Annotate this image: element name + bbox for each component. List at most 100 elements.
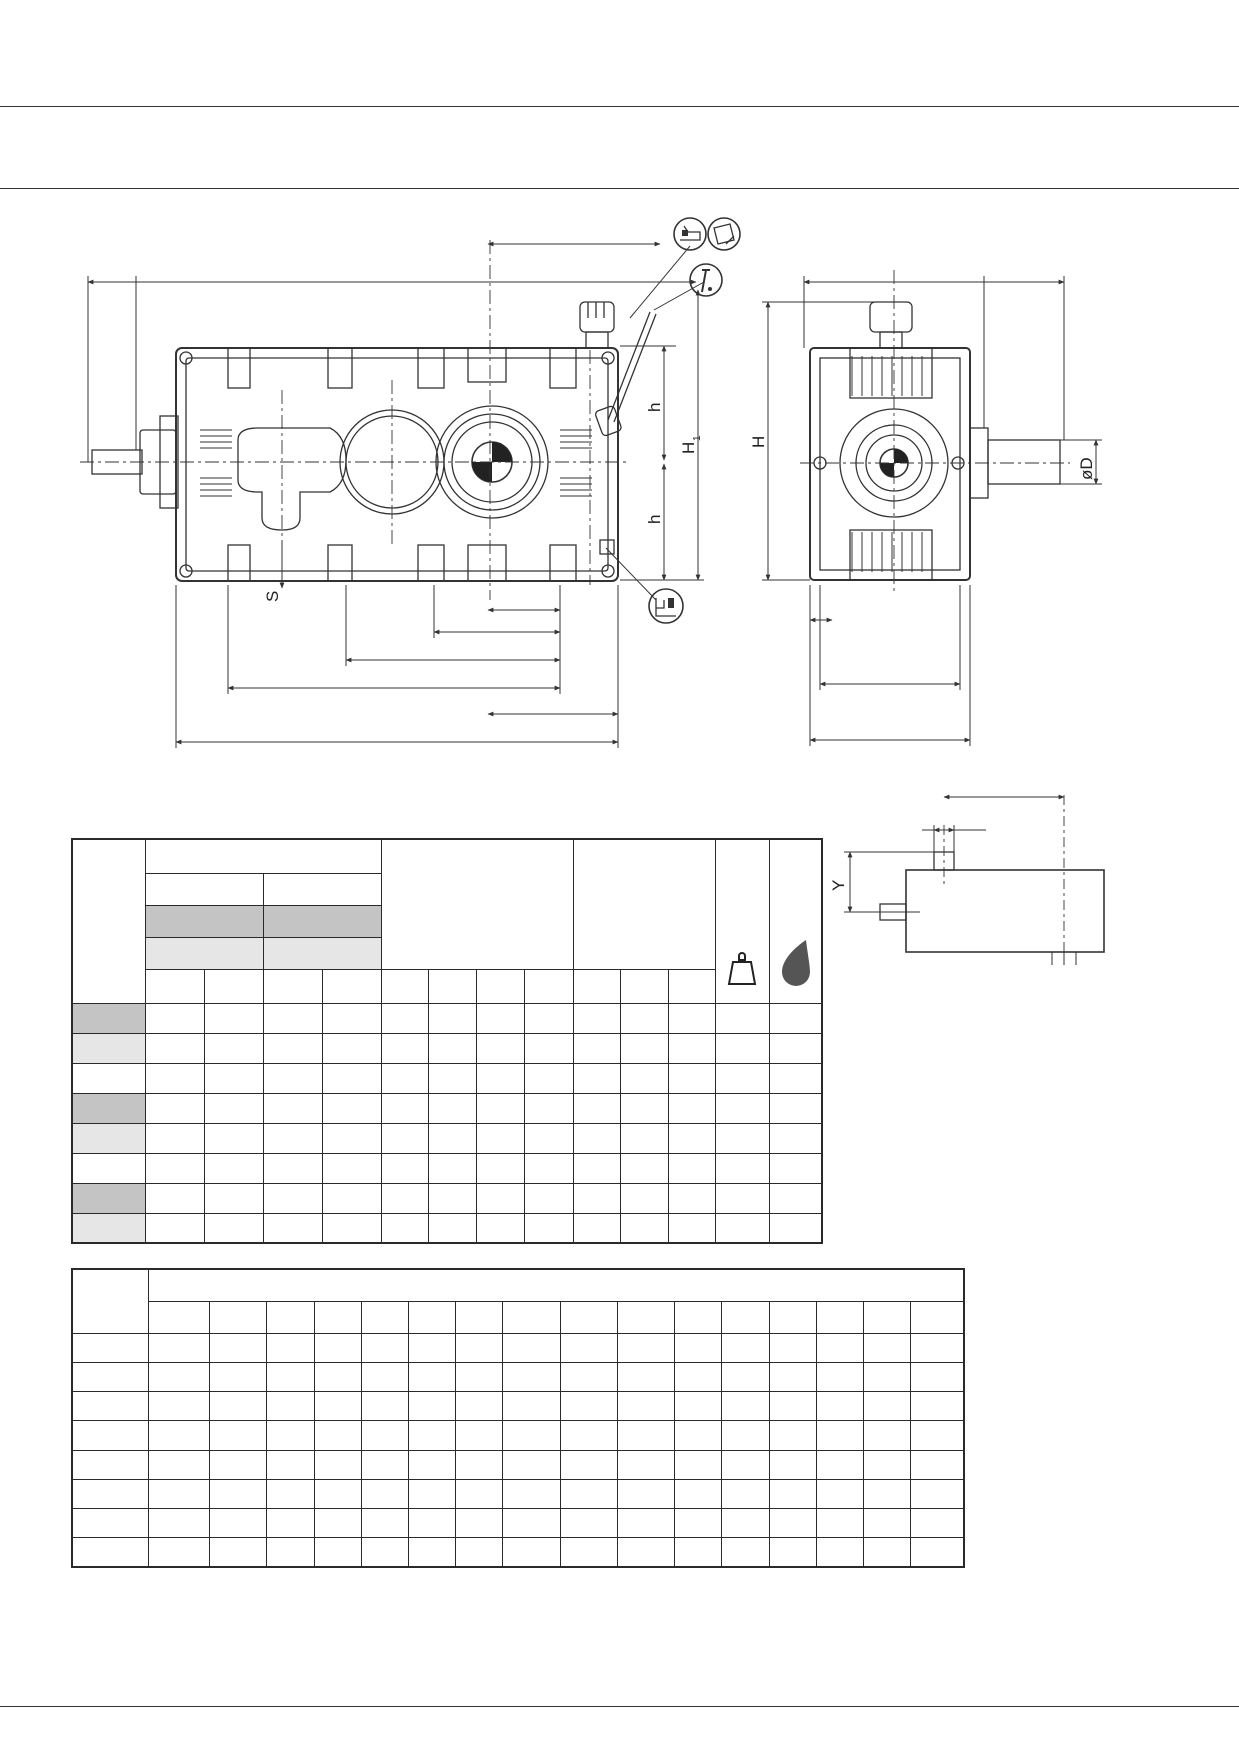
table-cell (209, 1362, 268, 1393)
table-cell (523, 1152, 574, 1184)
table-row (71, 1212, 823, 1244)
shaft-key-detail: Y (829, 794, 1105, 965)
table1-subheader (144, 872, 264, 906)
table-cell (619, 1212, 669, 1244)
dim-H: H (749, 436, 768, 448)
table-cell (380, 1032, 429, 1064)
table-cell (313, 1537, 362, 1568)
table1-group-header (380, 838, 574, 970)
table-cell (360, 1508, 409, 1539)
table-cell (321, 1122, 382, 1154)
table2-body (71, 1332, 965, 1568)
front-view (80, 240, 657, 600)
table-cell (455, 1449, 504, 1480)
table-cell (619, 1092, 669, 1124)
table-cell (721, 1362, 770, 1393)
table-cell (714, 1212, 770, 1244)
table-cell (475, 1002, 525, 1034)
table2-group-header (147, 1268, 965, 1302)
table1-group-header (144, 838, 382, 874)
table-cell (313, 1508, 362, 1539)
table-cell (313, 1332, 362, 1364)
breather-icon (689, 263, 723, 297)
table2-header-row-1 (71, 1268, 965, 1334)
table-cell (147, 1508, 211, 1539)
table-cell (262, 1092, 323, 1124)
row-header-cell (71, 1420, 149, 1451)
table-cell (144, 1002, 205, 1034)
table-cell (262, 1182, 323, 1214)
dim-s: S (263, 591, 282, 602)
row-header-cell (71, 1092, 146, 1124)
table-cell (910, 1332, 965, 1364)
table-cell (321, 1002, 382, 1034)
table1-header-row-2 (72, 872, 822, 906)
row-header-cell (71, 1182, 146, 1214)
table-cell (475, 1212, 525, 1244)
table-cell (523, 1122, 574, 1154)
table-cell (768, 1182, 823, 1214)
table1-subheader (262, 872, 382, 906)
table-cell (862, 1537, 912, 1568)
table2-col-header (266, 1300, 315, 1334)
table-cell (815, 1537, 864, 1568)
table-row (71, 1032, 823, 1064)
table1-body (71, 1002, 823, 1244)
table-cell (209, 1449, 268, 1480)
table2-col-header (313, 1300, 362, 1334)
table-cell (147, 1449, 211, 1480)
table-row (71, 1478, 965, 1510)
table-cell (475, 1032, 525, 1064)
table-cell (674, 1362, 723, 1393)
table1-header-row-1 (71, 838, 823, 1004)
table-cell (616, 1391, 676, 1422)
table-cell (714, 1092, 770, 1124)
table-cell (147, 1478, 211, 1510)
table-row (71, 1062, 823, 1094)
row-header-cell (71, 1508, 149, 1539)
table1-col-header (667, 968, 716, 1004)
table-cell (616, 1537, 676, 1568)
table-cell (266, 1478, 315, 1510)
table-cell (559, 1478, 618, 1510)
table-cell (313, 1391, 362, 1422)
table-cell (209, 1420, 268, 1451)
bottom-rule (0, 1706, 1239, 1707)
table-cell (714, 1032, 770, 1064)
oil-fill-icon (673, 217, 707, 251)
table2-col-header (616, 1300, 676, 1334)
table-cell (768, 1212, 823, 1244)
table-cell (147, 1537, 211, 1568)
table-row (71, 1537, 965, 1568)
table-cell (266, 1537, 315, 1568)
table-cell (768, 1537, 817, 1568)
table-cell (714, 1002, 770, 1034)
table-cell (572, 1062, 621, 1094)
dimensions-table (71, 838, 824, 1244)
table-cell (768, 1152, 823, 1184)
gearbox-drawing: h h H 1 H øD S (80, 217, 1102, 748)
table-cell (360, 1478, 409, 1510)
table-cell (619, 1182, 669, 1214)
table-cell (407, 1362, 457, 1393)
table-row (71, 1508, 965, 1539)
table-cell (674, 1332, 723, 1364)
table-cell (523, 1212, 574, 1244)
table-cell (209, 1332, 268, 1364)
table-cell (721, 1332, 770, 1364)
table-cell (667, 1092, 716, 1124)
table-cell (407, 1391, 457, 1422)
table2-col-header (455, 1300, 504, 1334)
table-row (71, 1362, 965, 1393)
table-cell (321, 1062, 382, 1094)
table-row (71, 1332, 965, 1364)
table-cell (203, 1092, 264, 1124)
table-cell (203, 1182, 264, 1214)
table-cell (815, 1391, 864, 1422)
table2-col-header (147, 1300, 211, 1334)
table-cell (455, 1420, 504, 1451)
table-cell (523, 1182, 574, 1214)
table-cell (768, 1508, 817, 1539)
table-cell (910, 1391, 965, 1422)
table-cell (360, 1391, 409, 1422)
